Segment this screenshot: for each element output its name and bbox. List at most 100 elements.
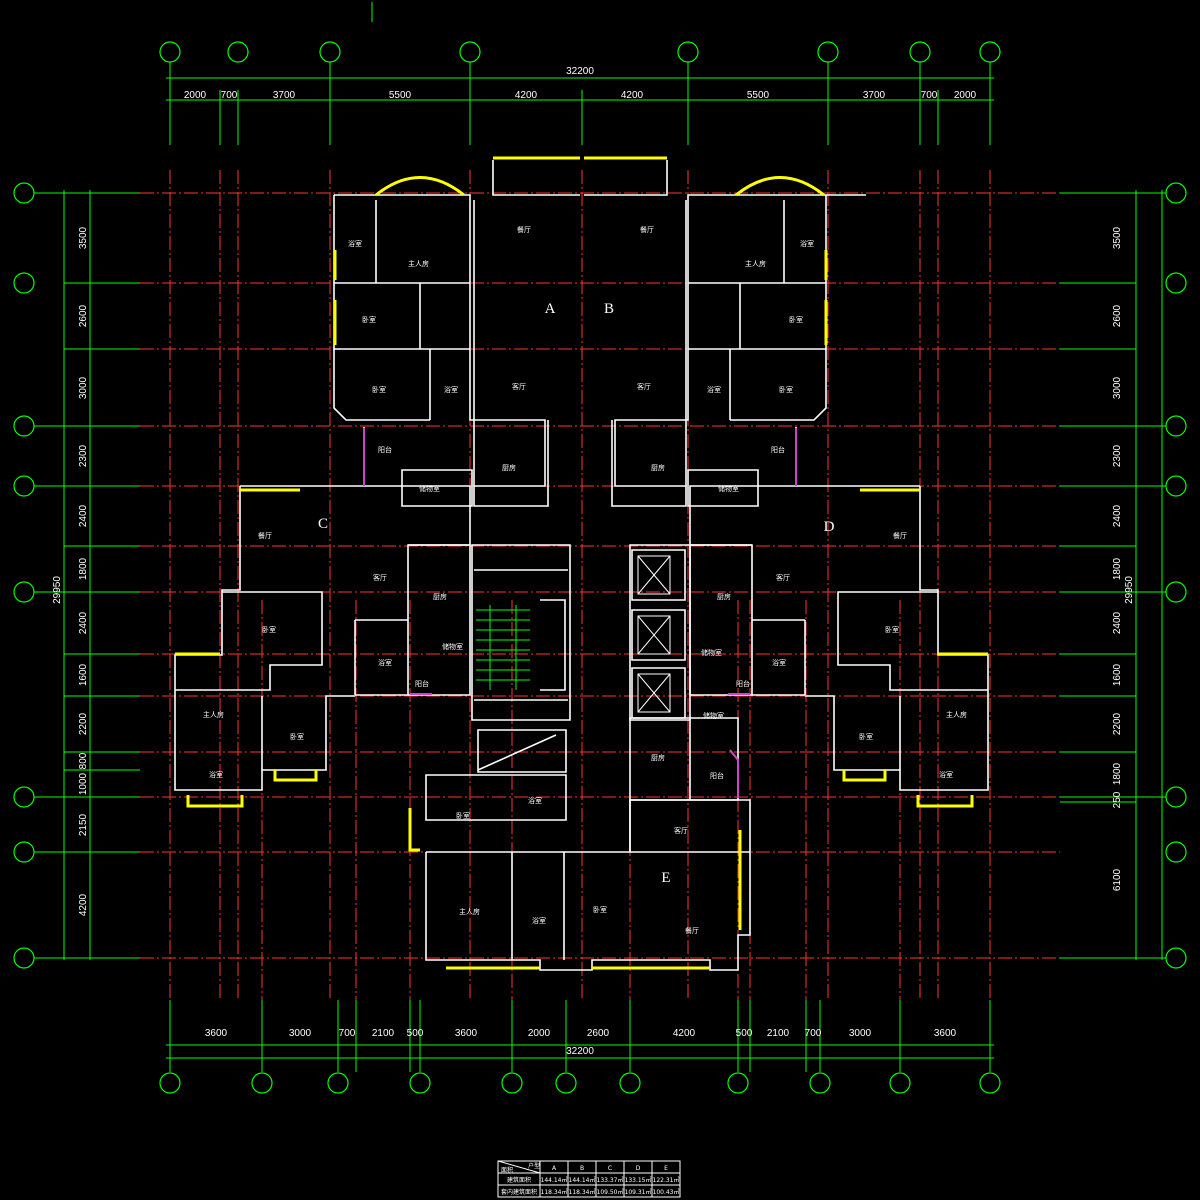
left-dimension-label: 2300 bbox=[78, 444, 89, 467]
room-label: 储物室 bbox=[442, 642, 463, 651]
room-label: 浴室 bbox=[348, 239, 362, 248]
top-dimension-label: 4200 bbox=[515, 90, 538, 101]
table-cell: 109.31㎡ bbox=[625, 1188, 652, 1196]
bottom-dimension-label: 2000 bbox=[528, 1028, 551, 1039]
unit-label-b: B bbox=[604, 301, 614, 317]
room-label: 主人房 bbox=[946, 710, 967, 719]
bottom-dimension-label: 2100 bbox=[372, 1028, 395, 1039]
room-label: 卧室 bbox=[362, 315, 376, 324]
room-label: 客厅 bbox=[637, 382, 651, 391]
room-label: 餐厅 bbox=[685, 926, 699, 935]
top-dimension-label: 2000 bbox=[954, 90, 977, 101]
right-dimension-label: 2600 bbox=[1112, 304, 1123, 327]
right-dimension-label: 2400 bbox=[1112, 611, 1123, 634]
table-row-label: 套内建筑面积 bbox=[501, 1188, 537, 1196]
bottom-dimension-label: 2100 bbox=[767, 1028, 790, 1039]
room-label: 阳台 bbox=[378, 445, 392, 454]
bottom-dimension-label: 500 bbox=[736, 1028, 753, 1039]
unit-label-c: C bbox=[318, 516, 328, 532]
table-cell: 133.15㎡ bbox=[625, 1176, 652, 1184]
room-label: 餐厅 bbox=[258, 531, 272, 540]
room-label: 阳台 bbox=[415, 679, 429, 688]
room-label: 浴室 bbox=[772, 658, 786, 667]
right-dimension-label: 3000 bbox=[1112, 376, 1123, 399]
left-dimension-label: 1800 bbox=[78, 557, 89, 580]
left-dimension-label: 2150 bbox=[78, 813, 89, 836]
left-dimension-label: 1000 bbox=[78, 772, 89, 795]
bottom-dimension-label: 700 bbox=[339, 1028, 356, 1039]
right-dimension-label: 2200 bbox=[1112, 712, 1123, 735]
table-cell: 118.34㎡ bbox=[569, 1188, 596, 1196]
table-column-header: B bbox=[580, 1165, 584, 1172]
table-column-header: C bbox=[608, 1165, 612, 1172]
room-label: 储物室 bbox=[419, 484, 440, 493]
top-dimension-label: 3700 bbox=[273, 90, 296, 101]
left-dimension-label: 2200 bbox=[78, 712, 89, 735]
right-dimension-label: 6100 bbox=[1112, 868, 1123, 891]
right-dimension-label: 3500 bbox=[1112, 226, 1123, 249]
total-width-bottom: 32200 bbox=[566, 1046, 594, 1057]
total-height-left: 29950 bbox=[52, 576, 63, 604]
room-label: 浴室 bbox=[532, 916, 546, 925]
room-label: 卧室 bbox=[779, 385, 793, 394]
room-labels: 餐厅 餐厅 客厅 客厅 主人房 主人房 浴室 浴室 卧室 卧室 卧室 卧室 浴室… bbox=[203, 225, 967, 935]
right-dimension-label: 1800 bbox=[1112, 557, 1123, 580]
room-label: 浴室 bbox=[378, 658, 392, 667]
bottom-dimension-label: 2600 bbox=[587, 1028, 610, 1039]
table-column-header: D bbox=[636, 1165, 641, 1172]
room-label: 储物室 bbox=[703, 711, 724, 720]
right-dimension-label: 250 bbox=[1112, 791, 1123, 808]
left-dimension-label: 2400 bbox=[78, 611, 89, 634]
top-dimension-label: 3700 bbox=[863, 90, 886, 101]
elevator-shafts bbox=[637, 555, 671, 713]
dimension-lines bbox=[34, 2, 1166, 1072]
table-cell: 144.14㎡ bbox=[569, 1176, 596, 1184]
room-label: 浴室 bbox=[209, 770, 223, 779]
room-label: 卧室 bbox=[789, 315, 803, 324]
total-height-right: 29950 bbox=[1124, 576, 1135, 604]
bottom-dimension-label: 700 bbox=[805, 1028, 822, 1039]
bottom-dimension-label: 3600 bbox=[934, 1028, 957, 1039]
total-width-top: 32200 bbox=[566, 66, 594, 77]
axis-bubbles bbox=[13, 41, 1187, 1094]
room-label: 卧室 bbox=[372, 385, 386, 394]
right-dimension-label: 1800 bbox=[1112, 762, 1123, 785]
table-column-header: A bbox=[552, 1165, 557, 1172]
table-column-header: E bbox=[664, 1165, 668, 1172]
room-label: 卧室 bbox=[290, 732, 304, 741]
room-label: 厨房 bbox=[651, 753, 665, 762]
room-label: 浴室 bbox=[444, 385, 458, 394]
room-label: 储物室 bbox=[718, 484, 739, 493]
right-dimension-labels: 3500260030002300240018002400160022001800… bbox=[1112, 226, 1123, 891]
staircase bbox=[476, 605, 530, 690]
top-dimension-label: 700 bbox=[221, 90, 238, 101]
right-dimension-label: 2400 bbox=[1112, 504, 1123, 527]
room-label: 储物室 bbox=[701, 648, 722, 657]
top-dimension-label: 700 bbox=[921, 90, 938, 101]
room-label: 卧室 bbox=[593, 905, 607, 914]
windows bbox=[175, 156, 988, 970]
axis-grid bbox=[140, 170, 1060, 1000]
table-corner-top: 户型 bbox=[528, 1162, 540, 1170]
right-dimension-label: 2300 bbox=[1112, 444, 1123, 467]
room-label: 阳台 bbox=[771, 445, 785, 454]
room-label: 客厅 bbox=[674, 826, 688, 835]
table-columns: A B C D E bbox=[552, 1165, 668, 1172]
room-label: 厨房 bbox=[433, 592, 447, 601]
room-label: 餐厅 bbox=[517, 225, 531, 234]
top-dimension-label: 2000 bbox=[184, 90, 207, 101]
left-dimension-label: 800 bbox=[78, 752, 89, 769]
room-label: 客厅 bbox=[776, 573, 790, 582]
unit-label-e: E bbox=[661, 870, 670, 886]
table-cell: 122.31㎡ bbox=[653, 1176, 680, 1184]
table-cell: 109.50㎡ bbox=[597, 1188, 624, 1196]
left-dimension-label: 1600 bbox=[78, 663, 89, 686]
bottom-dimension-label: 3600 bbox=[205, 1028, 228, 1039]
room-label: 主人房 bbox=[203, 710, 224, 719]
balcony-railings bbox=[363, 428, 797, 798]
